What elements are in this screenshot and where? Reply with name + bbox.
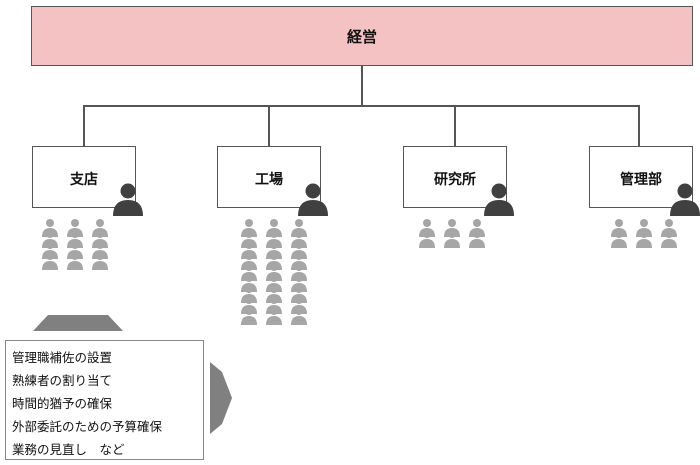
- staff-person-icon: [241, 307, 257, 325]
- measure-item: 管理職補佐の設置: [12, 350, 113, 365]
- staff-icons: [42, 219, 108, 270]
- staff-person-icon: [444, 230, 460, 248]
- staff-person-icon: [67, 252, 83, 270]
- dept-label: 管理部: [620, 172, 662, 188]
- manager-person-icon: [670, 183, 700, 216]
- staff-person-icon: [611, 230, 627, 248]
- staff-person-icon: [67, 241, 83, 259]
- dept-label: 支店: [70, 172, 98, 188]
- staff-person-icon: [419, 230, 435, 248]
- staff-person-icon: [661, 230, 677, 248]
- staff-person-icon: [636, 230, 652, 248]
- up-arrow-icon: [33, 315, 123, 331]
- dept-box-kenkyusho: 研究所: [403, 146, 514, 216]
- connector-branch-kojo: [268, 105, 270, 146]
- staff-icons: [611, 219, 677, 248]
- top-management-label: 経営: [346, 27, 377, 46]
- staff-person-icon: [291, 307, 307, 325]
- manager-person-icon: [298, 183, 328, 216]
- staff-person-icon: [42, 252, 58, 270]
- top-management-box: 経営: [31, 6, 693, 66]
- staff-person-icon: [469, 230, 485, 248]
- manager-person-icon: [113, 183, 143, 216]
- dept-label: 工場: [255, 172, 283, 188]
- staff-person-icon: [266, 307, 282, 325]
- connector-trunk: [361, 66, 363, 106]
- connector-horizontal: [83, 105, 640, 107]
- connector-branch-shiten: [83, 105, 85, 146]
- staff-icons: [241, 219, 307, 325]
- connector-branch-kanribu: [638, 105, 640, 146]
- manager-person-icon: [484, 183, 514, 216]
- staff-icons: [419, 219, 485, 248]
- dept-box-shiten: 支店: [32, 146, 143, 216]
- measures-box: 管理職補佐の設置 熟練者の割り当て 時間的猶予の確保 外部委託のための予算確保 …: [5, 340, 204, 460]
- measure-item: 業務の見直し など: [12, 442, 125, 457]
- staff-person-icon: [92, 252, 108, 270]
- dept-box-kojo: 工場: [217, 146, 328, 216]
- dept-box-kanribu: 管理部: [589, 146, 700, 216]
- dept-label: 研究所: [434, 172, 476, 188]
- measure-item: 外部委託のための予算確保: [12, 419, 163, 434]
- right-arrow-icon: [210, 362, 232, 434]
- measure-item: 熟練者の割り当て: [12, 373, 113, 388]
- connector-branch-kenkyusho: [454, 105, 456, 146]
- staff-person-icon: [291, 219, 307, 237]
- measure-item: 時間的猶予の確保: [12, 396, 113, 411]
